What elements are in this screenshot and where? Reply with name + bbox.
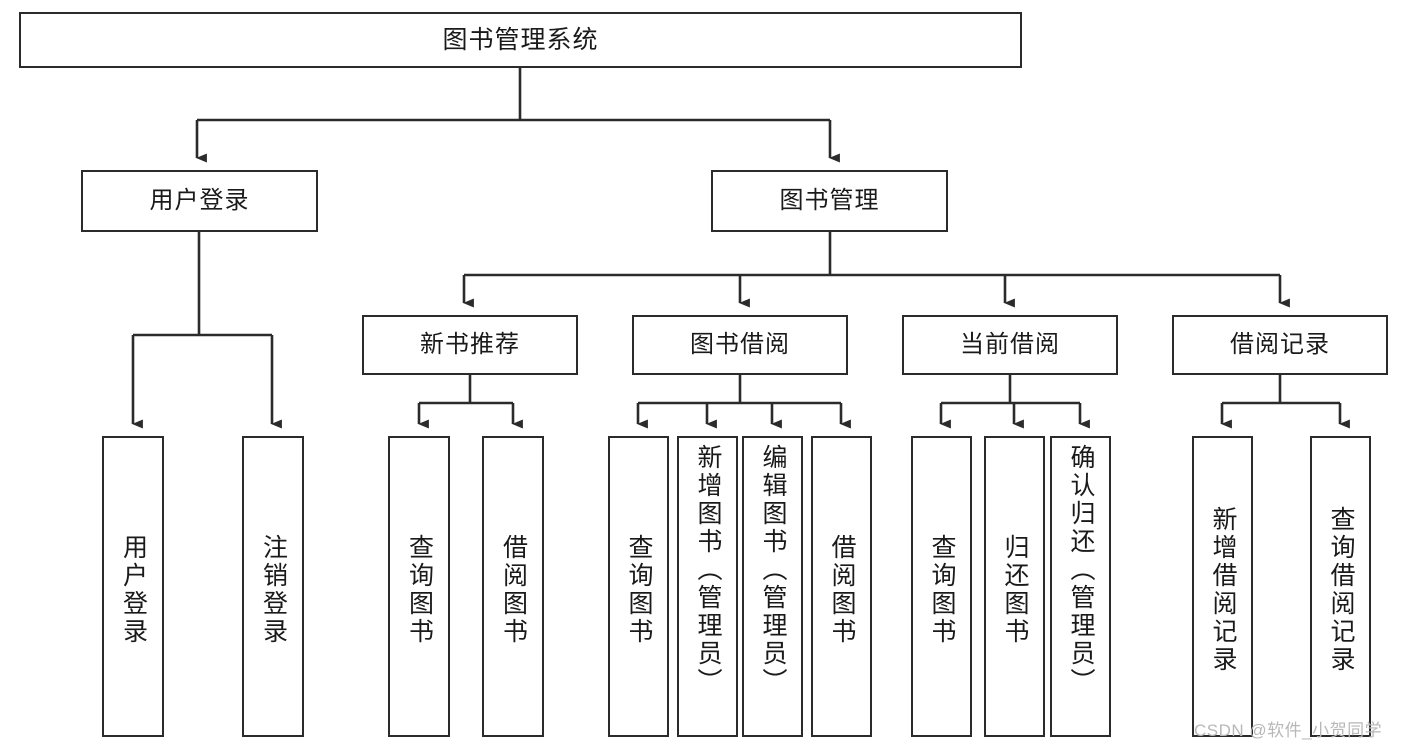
node-leaf-user-login[interactable]: 用户登录 — [102, 436, 164, 737]
node-book-manage[interactable]: 图书管理 — [711, 170, 948, 232]
node-borrow-record[interactable]: 借阅记录 — [1172, 315, 1388, 375]
node-leaf-query-book-b[interactable]: 查询图书 — [608, 436, 669, 737]
node-leaf-borrow-book-b-label: 借阅图书 — [828, 533, 856, 646]
node-leaf-query-record-label: 查询借阅记录 — [1327, 505, 1355, 674]
node-new-book-rec[interactable]: 新书推荐 — [362, 315, 578, 375]
node-book-borrow-label: 图书借阅 — [690, 330, 790, 358]
node-current-borrow-label: 当前借阅 — [960, 330, 1060, 358]
node-leaf-edit-book[interactable]: 编辑图书（管理员） — [742, 436, 803, 737]
node-leaf-query-book-c-label: 查询图书 — [928, 533, 956, 646]
node-leaf-query-record[interactable]: 查询借阅记录 — [1310, 436, 1371, 737]
node-root[interactable]: 图书管理系统 — [19, 12, 1022, 68]
node-user-login[interactable]: 用户登录 — [81, 170, 318, 232]
node-leaf-add-record-label: 新增借阅记录 — [1209, 505, 1237, 674]
node-leaf-query-book-a-label: 查询图书 — [405, 533, 434, 646]
node-leaf-borrow-book-b[interactable]: 借阅图书 — [811, 436, 872, 737]
node-leaf-query-book-a[interactable]: 查询图书 — [388, 436, 450, 737]
node-new-book-rec-label: 新书推荐 — [420, 330, 520, 358]
node-leaf-user-logout[interactable]: 注销登录 — [242, 436, 304, 737]
node-leaf-add-record[interactable]: 新增借阅记录 — [1192, 436, 1253, 737]
node-current-borrow[interactable]: 当前借阅 — [902, 315, 1118, 375]
node-user-login-label: 用户登录 — [149, 186, 250, 214]
node-leaf-confirm-return-label: 确认归还（管理员） — [1067, 444, 1095, 696]
node-leaf-borrow-book-a-label: 借阅图书 — [499, 533, 528, 646]
node-root-label: 图书管理系统 — [442, 26, 599, 54]
node-leaf-add-book[interactable]: 新增图书（管理员） — [677, 436, 738, 737]
node-leaf-borrow-book-a[interactable]: 借阅图书 — [482, 436, 544, 737]
node-leaf-edit-book-label: 编辑图书（管理员） — [759, 444, 787, 696]
node-leaf-user-login-label: 用户登录 — [119, 533, 148, 646]
node-leaf-query-book-b-label: 查询图书 — [625, 533, 653, 646]
node-book-manage-label: 图书管理 — [779, 186, 880, 214]
node-leaf-add-book-label: 新增图书（管理员） — [694, 444, 722, 696]
node-leaf-query-book-c[interactable]: 查询图书 — [911, 436, 972, 737]
node-leaf-user-logout-label: 注销登录 — [259, 533, 288, 646]
node-leaf-return-book[interactable]: 归还图书 — [984, 436, 1045, 737]
node-borrow-record-label: 借阅记录 — [1230, 330, 1330, 358]
node-book-borrow[interactable]: 图书借阅 — [632, 315, 848, 375]
csdn-watermark: CSDN @软件_小贺同学 — [1194, 721, 1383, 740]
node-leaf-return-book-label: 归还图书 — [1001, 533, 1029, 646]
node-leaf-confirm-return[interactable]: 确认归还（管理员） — [1050, 436, 1111, 737]
